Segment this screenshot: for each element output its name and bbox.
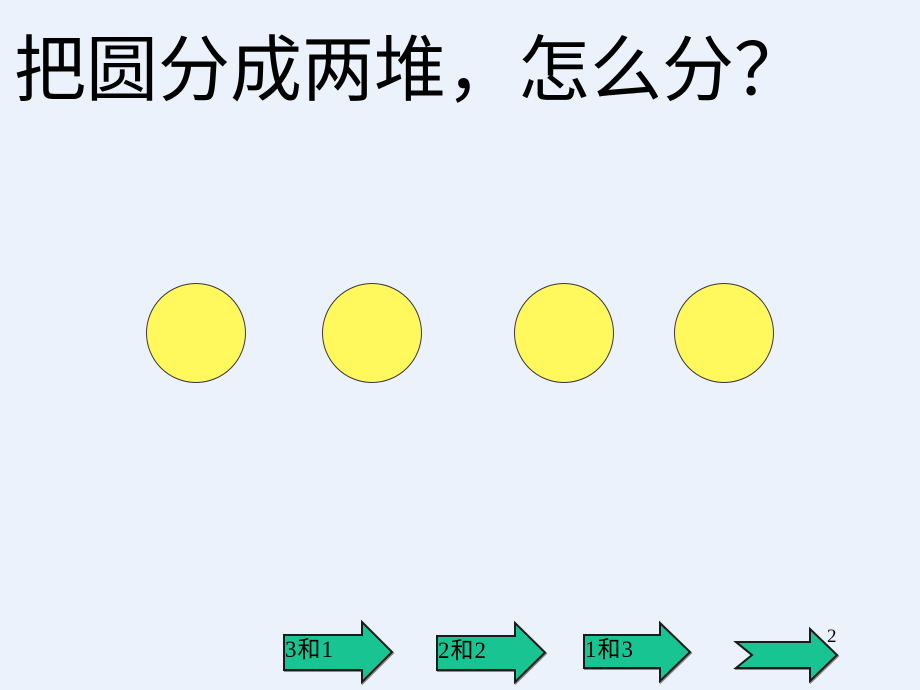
right-arrow-icon xyxy=(583,620,692,684)
arrow-2-and-2: 2和2 xyxy=(436,620,548,685)
arrow-label-3-and-1: 3和1 xyxy=(285,637,334,662)
arrow-label-1-and-3: 1和3 xyxy=(585,637,634,662)
yellow-circle-4 xyxy=(674,283,774,383)
arrow-notched-unlabeled xyxy=(733,626,840,684)
arrow-3-and-1: 3和1 xyxy=(283,619,395,685)
notched-right-arrow-icon xyxy=(733,626,839,684)
right-arrow-icon xyxy=(283,619,394,685)
right-arrow-icon xyxy=(436,620,547,685)
slide-page-number: 2 xyxy=(827,626,837,647)
slide-title: 把圆分成两堆，怎么分？ xyxy=(14,31,807,111)
yellow-circle-1 xyxy=(146,283,246,383)
arrow-1-and-3: 1和3 xyxy=(583,620,693,684)
yellow-circle-3 xyxy=(514,283,614,383)
yellow-circle-2 xyxy=(322,283,422,383)
arrow-label-2-and-2: 2和2 xyxy=(438,638,487,663)
